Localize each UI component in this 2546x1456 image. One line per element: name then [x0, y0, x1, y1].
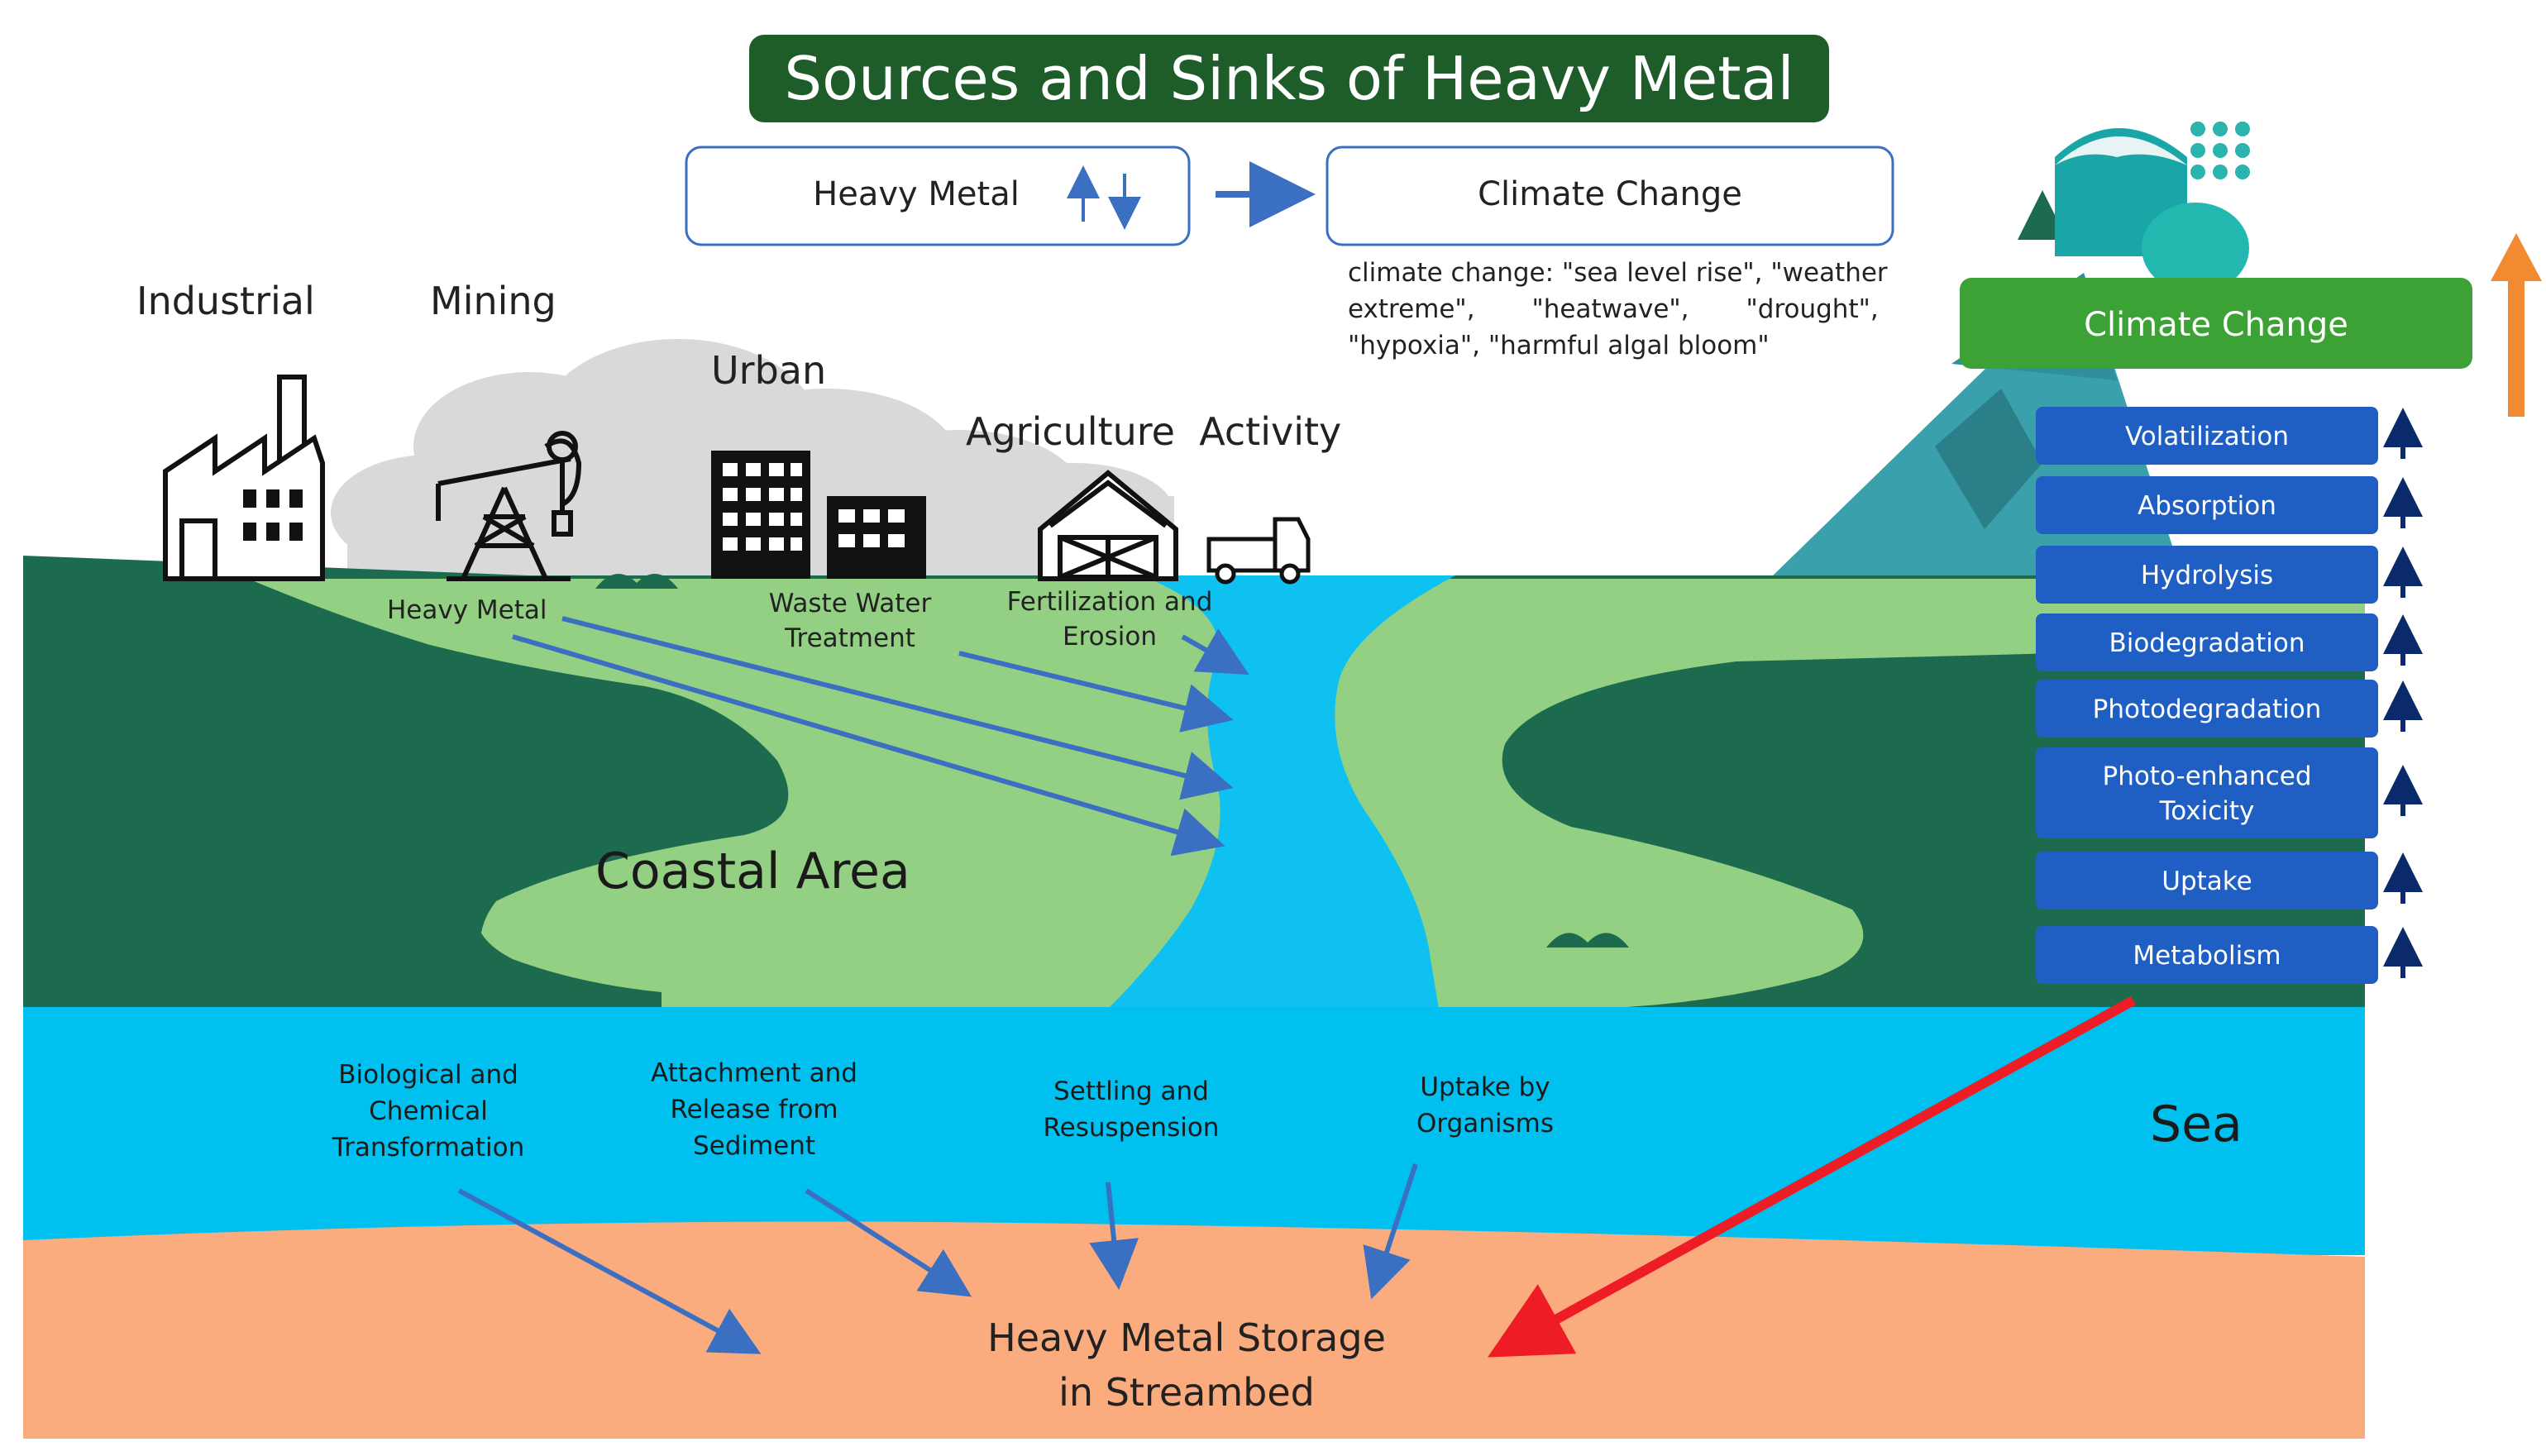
- process-box: [2036, 926, 2378, 984]
- climate-change-banner-label: Climate Change: [2084, 306, 2348, 344]
- sea-process-label: Resuspension: [1044, 1113, 1220, 1143]
- climate-note-line-2: extreme", "heatwave", "drought",: [1348, 294, 1879, 324]
- land-flow-arrows: [512, 616, 1249, 857]
- process-label: Biodegradation: [2109, 628, 2305, 658]
- sea-process-label: Attachment and: [651, 1058, 857, 1088]
- sea-water: [23, 1007, 2365, 1255]
- process-label: Uptake: [2161, 866, 2252, 896]
- process-label: Absorption: [2138, 491, 2276, 521]
- process-label: Hydrolysis: [2141, 561, 2273, 590]
- process-label: Photodegradation: [2093, 695, 2322, 724]
- sea-process-label: Organisms: [1416, 1109, 1554, 1139]
- process-box: [2036, 852, 2378, 909]
- sea-label: Sea: [2150, 1096, 2243, 1153]
- storage-label-1: Heavy Metal Storage: [987, 1315, 1386, 1360]
- process-label: Photo-enhanced: [2103, 761, 2312, 791]
- truck-icon: [1206, 517, 1311, 585]
- mining-label: Mining: [430, 279, 556, 323]
- sediment-layer: [23, 1221, 2365, 1439]
- sink-arrow: [1487, 995, 2136, 1358]
- coastal-area-label: Coastal Area: [595, 843, 910, 900]
- process-label: Volatilization: [2125, 422, 2289, 451]
- up-down-arrows-icon: [1067, 165, 1141, 230]
- barn-icon: [1038, 470, 1178, 581]
- process-label: Metabolism: [2133, 941, 2281, 971]
- sea-process-label: Sediment: [693, 1131, 815, 1161]
- process-label: Toxicity: [2159, 796, 2255, 826]
- process-box: [2036, 680, 2378, 738]
- process-box: [2036, 613, 2378, 671]
- climate-note-line-1: climate change: "sea level rise", "weath…: [1348, 258, 1888, 288]
- header-flow: Heavy Metal Climate Change climate chang…: [685, 146, 1894, 360]
- sea-process-label: Biological and: [338, 1060, 518, 1090]
- factory-icon: [163, 375, 325, 581]
- urban-label: Urban: [711, 348, 826, 393]
- heavy-metal-box: [685, 146, 1191, 246]
- waste-water-label-2: Treatment: [784, 623, 915, 653]
- pumpjack-icon: [436, 431, 582, 581]
- climate-change-banner: Climate Change: [1960, 278, 2472, 369]
- rise-arrow-icon: [2491, 233, 2542, 417]
- process-box: [2036, 476, 2378, 534]
- title-text: Sources and Sinks of Heavy Metal: [784, 44, 1794, 113]
- process-box: [2036, 546, 2378, 604]
- agriculture-label: Agriculture Activity: [966, 409, 1341, 454]
- process-box: [2036, 747, 2378, 838]
- climate-change-box-label: Climate Change: [1478, 175, 1742, 213]
- sea-process-label: Transformation: [332, 1133, 525, 1162]
- heavy-metal-box-label: Heavy Metal: [813, 175, 1020, 213]
- fertilization-label-2: Erosion: [1063, 622, 1157, 652]
- industrial-label: Industrial: [136, 279, 315, 323]
- sea-process-label: Chemical: [369, 1096, 488, 1126]
- sediment-arrows: [457, 1163, 1418, 1354]
- sea-process-label: Release from: [670, 1095, 838, 1124]
- title-banner: Sources and Sinks of Heavy Metal: [749, 35, 1829, 122]
- storage-label-2: in Streambed: [1058, 1370, 1315, 1415]
- sea-process-label: Uptake by: [1420, 1072, 1550, 1102]
- buildings-icon: [711, 451, 926, 579]
- river: [1108, 575, 1455, 1009]
- heavy-metal-flow-label: Heavy Metal: [387, 595, 547, 625]
- fertilization-label-1: Fertilization and: [1007, 587, 1213, 617]
- process-list: VolatilizationAbsorptionHydrolysisBiodeg…: [2036, 407, 2423, 984]
- process-box: [2036, 407, 2378, 465]
- waste-water-label-1: Waste Water: [769, 589, 932, 618]
- bushes: [595, 574, 1629, 948]
- sea-process-label: Settling and: [1053, 1076, 1209, 1106]
- climate-change-box: [1326, 146, 1894, 246]
- climate-note-line-3: "hypoxia", "harmful algal bloom": [1348, 331, 1770, 360]
